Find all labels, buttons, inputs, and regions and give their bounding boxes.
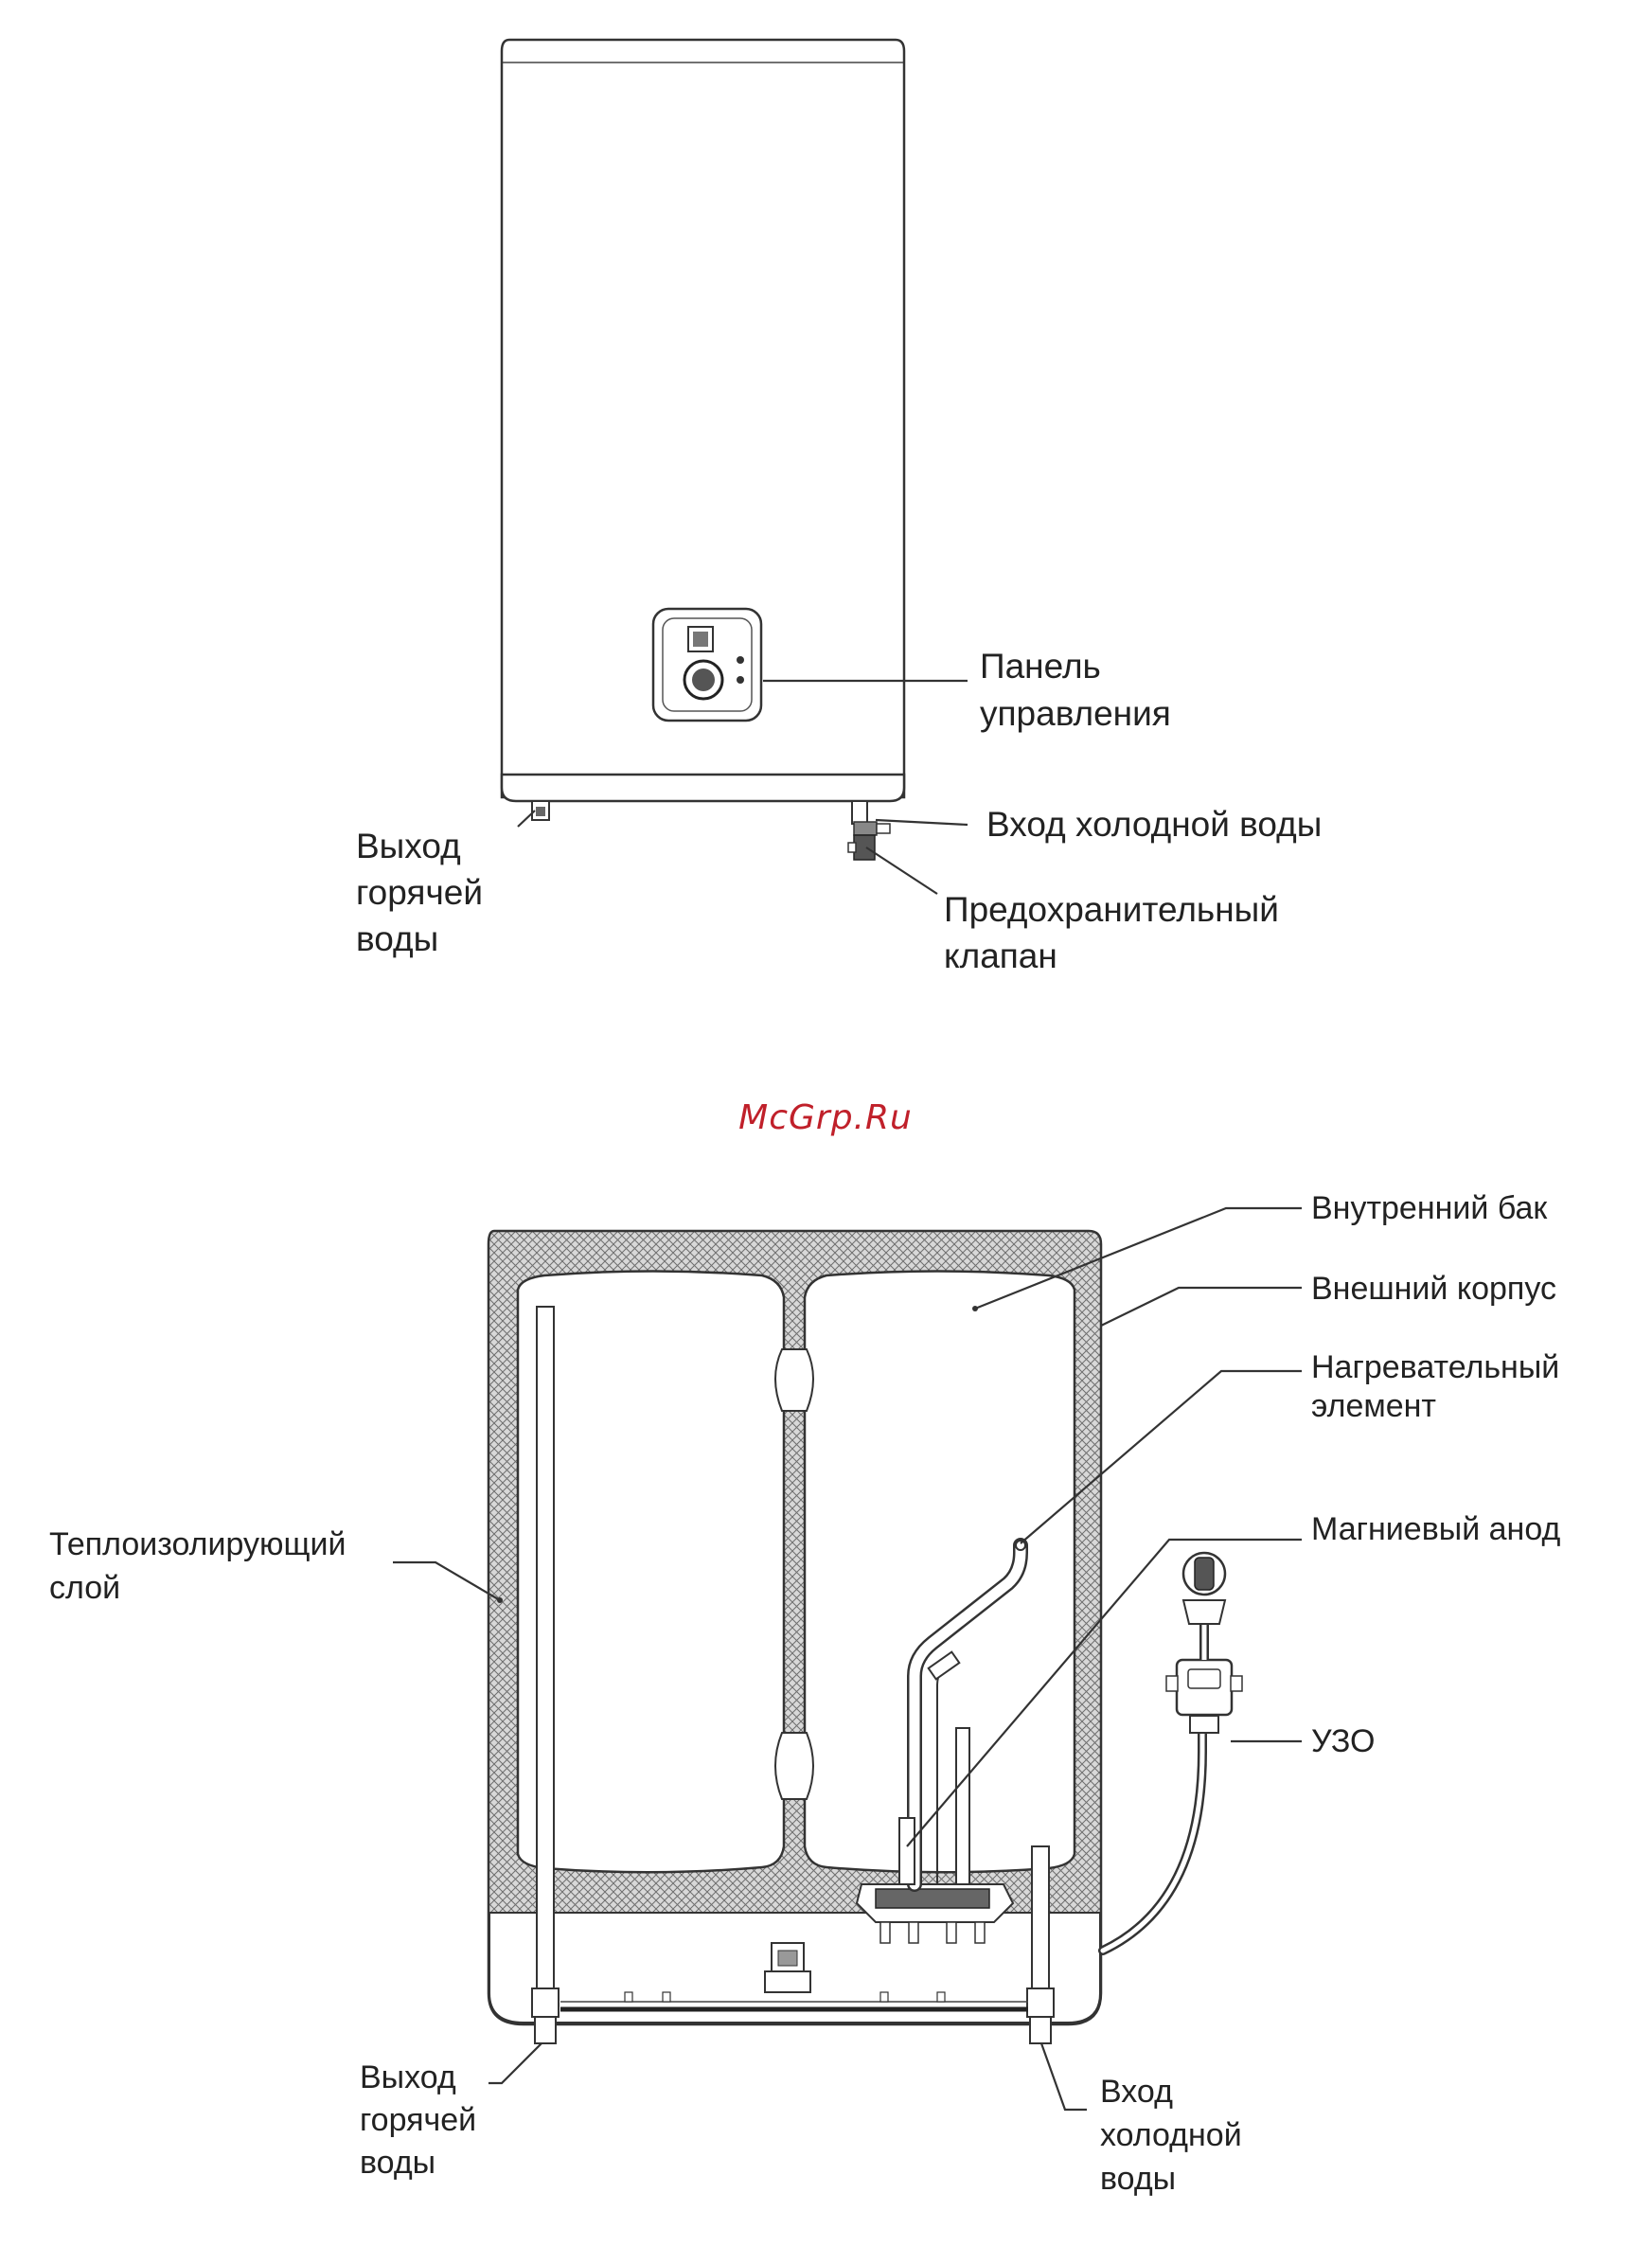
label-hot-water-outlet-bottom: Выход горячей воды (360, 2059, 486, 2181)
label-cold-inlet-bottom-line3: воды (1100, 2161, 1176, 2197)
magnesium-anode (899, 1818, 915, 1884)
plug (1183, 1600, 1225, 1624)
label-cold-water-inlet-bottom: Вход холодной воды (1100, 2074, 1251, 2197)
label-control-panel-line2: управления (980, 694, 1171, 733)
leader-outer-casing (1101, 1288, 1302, 1326)
label-hot-outlet-top-line3: воды (356, 919, 438, 958)
cold-pipe-nut (1027, 1988, 1054, 2017)
label-inner-tank: Внутренний бак (1311, 1190, 1548, 1226)
label-control-panel: Панель управления (980, 647, 1171, 733)
label-insulation-line1: Теплоизолирующий (49, 1526, 346, 1562)
cold-inlet-valve (848, 801, 890, 860)
label-hot-outlet-bottom-line2: горячей (360, 2102, 476, 2138)
label-safety-valve: Предохранительный клапан (944, 890, 1288, 975)
control-panel (653, 609, 761, 721)
inner-tank-right (805, 1272, 1075, 1873)
label-hot-water-outlet-top: Выход горячей воды (356, 827, 492, 958)
leader-safety-valve (866, 847, 937, 894)
label-cold-inlet-bottom-line2: холодной (1100, 2117, 1242, 2153)
label-hot-outlet-bottom-line3: воды (360, 2145, 435, 2181)
leader-cold-inlet-bottom (1041, 2043, 1087, 2110)
label-outer-casing: Внешний корпус (1311, 1271, 1556, 1307)
label-heating-element: Нагревательный элемент (1311, 1349, 1569, 1424)
hot-pipe-nut (532, 1988, 559, 2017)
label-magnesium-anode: Магниевый анод (1311, 1511, 1560, 1547)
label-hot-outlet-top-line1: Выход (356, 827, 461, 865)
indicator-light (737, 656, 744, 664)
heater-front-view: Панель управления Вход холодной воды Пре… (356, 40, 1322, 975)
label-hot-outlet-top-line2: горячей (356, 873, 483, 912)
chamber-connector-top (775, 1349, 813, 1411)
label-safety-valve-line2: клапан (944, 936, 1057, 975)
watermark: McGrp.Ru (738, 1098, 913, 1137)
heater-base (502, 775, 904, 801)
label-heating-element-line1: Нагревательный (1311, 1349, 1559, 1385)
cold-water-pipe (1032, 1846, 1049, 1988)
label-heating-element-line2: элемент (1311, 1388, 1436, 1424)
heater-cross-section: Внутренний бак Внешний корпус Нагревател… (49, 1190, 1569, 2197)
label-insulation-line2: слой (49, 1570, 120, 1606)
label-safety-valve-line1: Предохранительный (944, 890, 1279, 929)
leader-hot-outlet-bottom (488, 2043, 542, 2083)
label-insulation-layer: Теплоизолирующий слой (49, 1526, 355, 1606)
label-control-panel-line1: Панель (980, 647, 1101, 686)
indicator-light (737, 676, 744, 684)
hot-water-pipe (537, 1307, 554, 1988)
label-cold-inlet-bottom-line1: Вход (1100, 2074, 1173, 2110)
power-cord-rcd (1103, 1553, 1242, 1951)
label-rcd: УЗО (1311, 1723, 1375, 1759)
chamber-connector-bottom (775, 1733, 813, 1799)
inner-tank-left (518, 1272, 784, 1873)
leader-insulation (393, 1562, 500, 1600)
label-cold-water-inlet: Вход холодной воды (986, 805, 1322, 844)
thermostat-tube (956, 1728, 969, 1884)
label-hot-outlet-bottom-line1: Выход (360, 2059, 456, 2095)
